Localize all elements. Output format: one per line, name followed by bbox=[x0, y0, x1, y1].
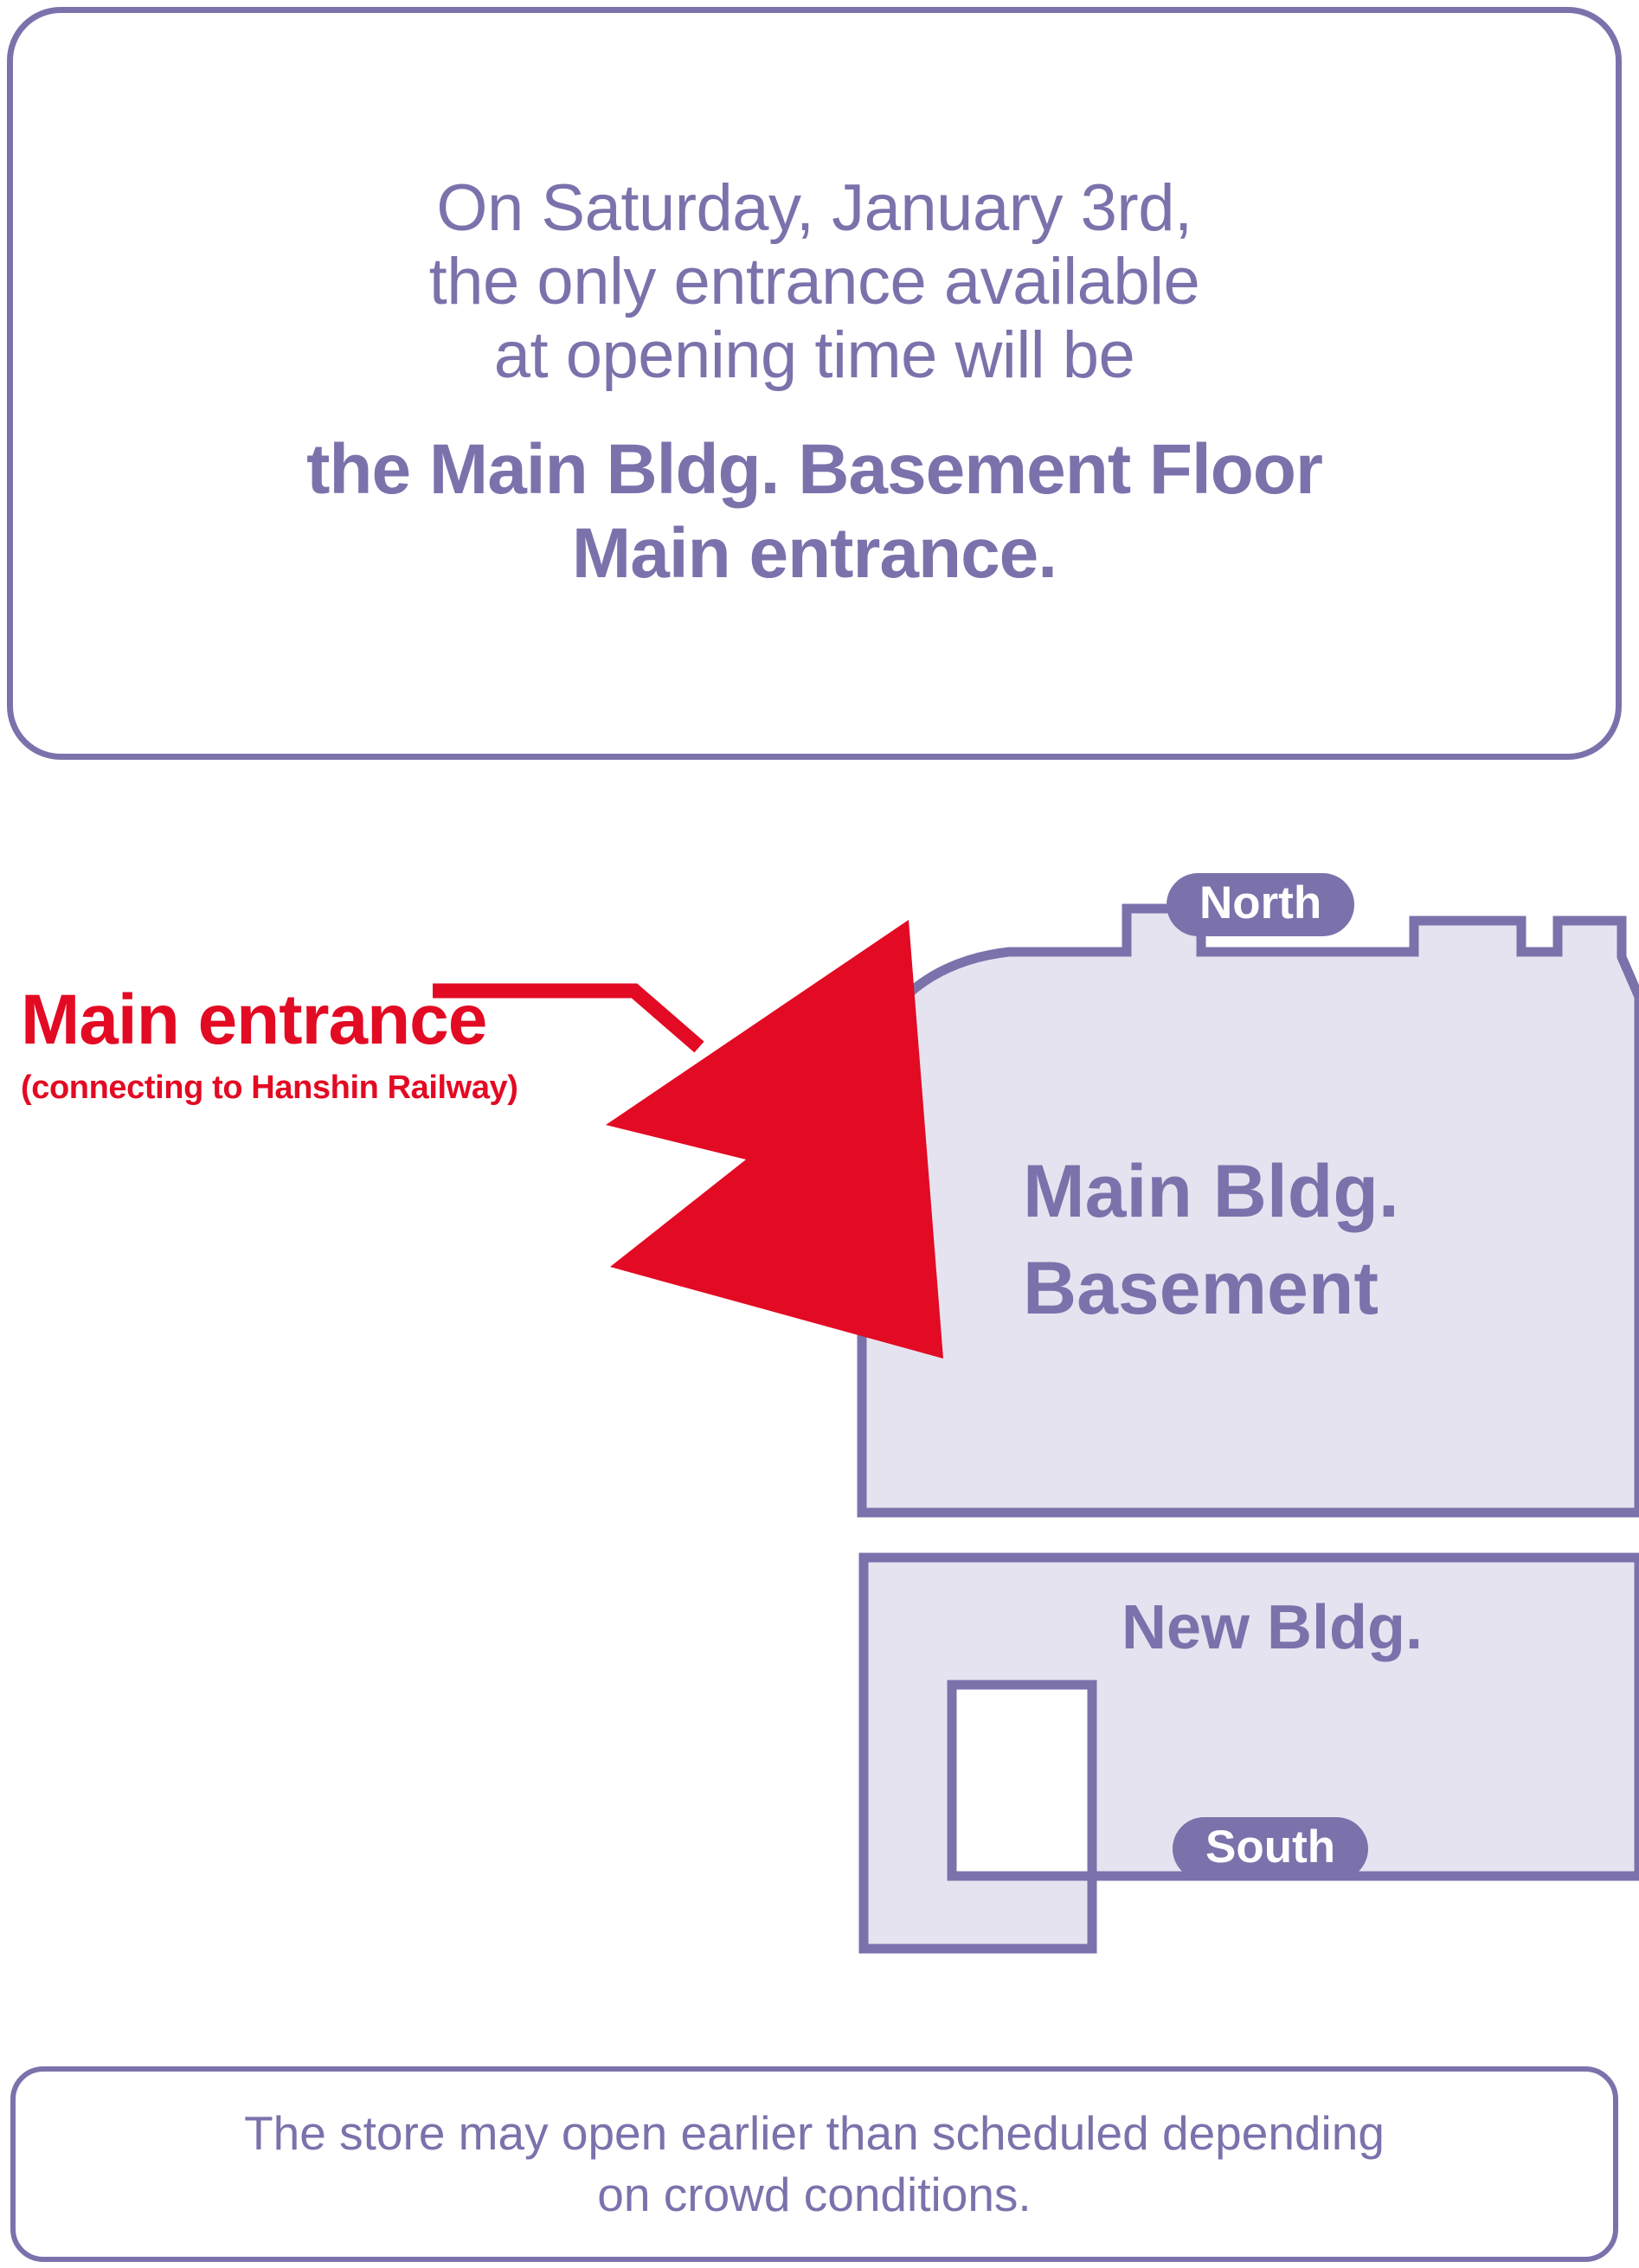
main-entrance-callout: Main entrance (connecting to Hanshin Rai… bbox=[21, 980, 518, 1106]
footer-note-line-2: on crowd conditions. bbox=[597, 2168, 1032, 2221]
notice-emphasis-block: the Main Bldg. Basement Floor Main entra… bbox=[306, 428, 1323, 596]
notice-line-3: at opening time will be bbox=[493, 318, 1135, 392]
main-entrance-subtitle: (connecting to Hanshin Railway) bbox=[21, 1070, 518, 1106]
main-entrance-title: Main entrance bbox=[21, 980, 487, 1059]
notice-card: On Saturday, January 3rd, the only entra… bbox=[7, 7, 1622, 760]
building-label-main-bldg: Main Bldg. Basement bbox=[1023, 1144, 1399, 1338]
notice-emphasis-line-2: Main entrance. bbox=[571, 513, 1057, 593]
building-label-main-line2: Basement bbox=[1023, 1246, 1379, 1330]
arrow-pointer-icon bbox=[433, 920, 943, 1359]
footer-note-line-1: The store may open earlier than schedule… bbox=[244, 2105, 1385, 2160]
floor-map: North South Main Bldg. Basement New Bldg… bbox=[0, 761, 1639, 2051]
building-label-main-line1: Main Bldg. bbox=[1023, 1150, 1399, 1233]
building-label-new-bldg: New Bldg. bbox=[1122, 1593, 1424, 1662]
notice-line-2: the only entrance available bbox=[428, 244, 1200, 318]
footer-note-card: The store may open earlier than schedule… bbox=[10, 2066, 1618, 2262]
new-building-outline bbox=[858, 1552, 1639, 1954]
new-building-notch bbox=[947, 1680, 1097, 1881]
notice-emphasis-line-1: the Main Bldg. Basement Floor bbox=[306, 429, 1323, 509]
direction-badge-north: North bbox=[1167, 873, 1355, 936]
notice-line-1: On Saturday, January 3rd, bbox=[436, 170, 1192, 245]
direction-badge-south: South bbox=[1173, 1817, 1369, 1880]
map-graphics bbox=[433, 903, 1639, 1954]
